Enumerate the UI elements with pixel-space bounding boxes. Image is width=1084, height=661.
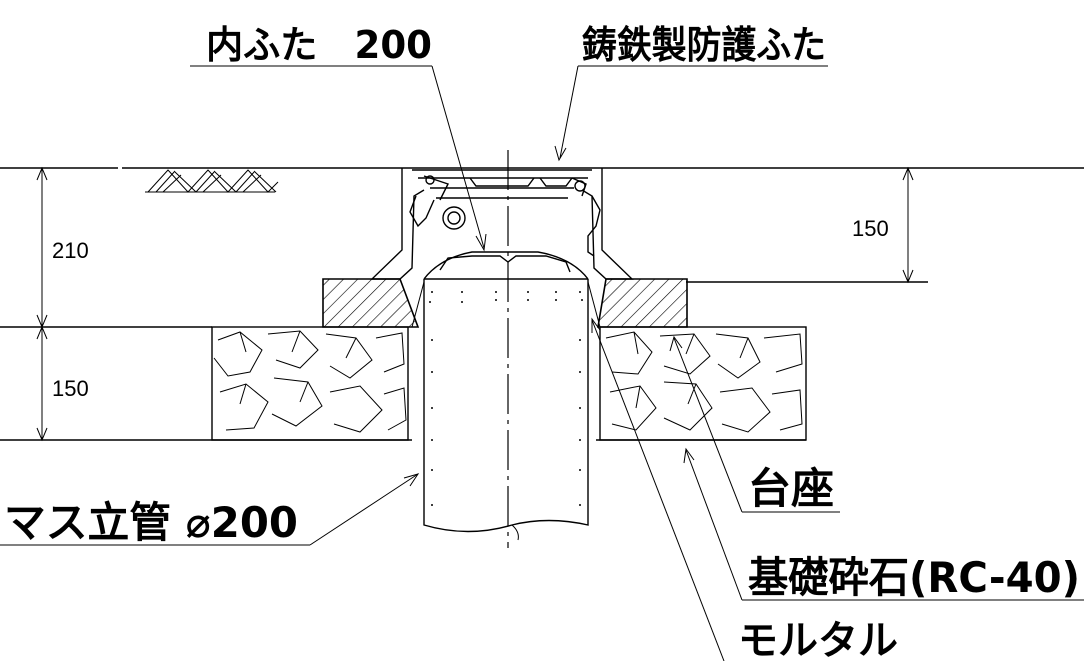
riser-pipe [411,279,601,541]
dimension-210: 210 [52,238,89,263]
label-riser-pipe: マス立管 ⌀200 [4,498,298,547]
base-gravel [211,326,807,441]
base-seat [322,278,688,328]
label-mortar: モルタル [738,618,898,661]
dimension-150-right: 150 [852,216,889,241]
left-dimension-line [36,166,48,442]
leader-lines [0,65,1084,661]
cast-iron-cover [370,168,634,280]
level-lines [0,281,928,441]
dimension-150-left: 150 [52,376,89,401]
earth-symbol [145,169,279,193]
label-base-gravel: 基礎砕石(RC-40) [748,553,1080,602]
label-inner-cover: 内ふた 200 [206,23,432,67]
label-base-seat: 台座 [748,464,834,513]
label-cast-iron-cover: 鋳鉄製防護ふた [582,23,826,67]
right-dimension-line [902,166,914,284]
inner-cover [423,251,589,280]
